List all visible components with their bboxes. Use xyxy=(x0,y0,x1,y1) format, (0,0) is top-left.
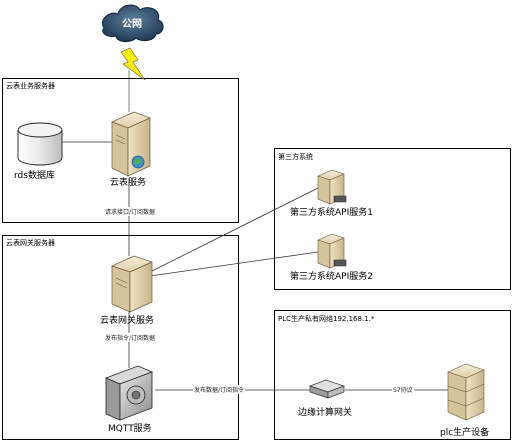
edge-gateway-icon xyxy=(308,379,346,399)
region-title-cloud-business-server: 云表业务服务器 xyxy=(6,82,55,90)
cloud-service-server-icon xyxy=(111,111,151,177)
edge-label-publish-data: 发布数据/订阅指令 xyxy=(193,385,246,394)
third-party-server-2-icon xyxy=(317,233,347,269)
edge-label-publish-subscribe: 发布指令/订阅数据 xyxy=(104,333,157,342)
edge-label-request-subscribe: 请求接口/订阅数据 xyxy=(104,207,157,216)
gateway-service-label: 云表网关服务 xyxy=(100,316,155,326)
plc-device-label: plc生产设备 xyxy=(440,428,490,438)
region-title-plc-private-network: PLC生产私有网络192.168.1.* xyxy=(278,315,375,323)
lightning-icon xyxy=(120,47,146,81)
public-network-cloud-icon xyxy=(102,4,164,43)
line-gateway-to-third-party-1 xyxy=(149,187,319,273)
region-plc-private-network xyxy=(274,310,511,440)
third-party-api-2-label: 第三方系统API服务2 xyxy=(290,272,373,282)
third-party-server-1-icon xyxy=(317,169,347,205)
line-gateway-to-third-party-2 xyxy=(149,251,319,277)
edge-gateway-label: 边缘计算网关 xyxy=(298,408,353,418)
cloud-service-label: 云表服务 xyxy=(110,178,147,188)
mqtt-service-label: MQTT服务 xyxy=(108,424,152,434)
edge-label-s7-protocol: S7协议 xyxy=(392,385,414,394)
gateway-server-icon xyxy=(111,255,153,313)
region-title-third-party-system: 第三方系统 xyxy=(278,153,313,161)
region-title-cloud-gateway-server: 云表网关服务器 xyxy=(6,239,55,247)
region-third-party-system xyxy=(274,148,511,290)
database-label: rds数据库 xyxy=(14,171,55,181)
region-cloud-gateway-server xyxy=(2,235,239,440)
region-cloud-business-server xyxy=(2,78,239,223)
mqtt-broker-icon xyxy=(104,365,154,421)
database-icon xyxy=(17,122,63,166)
plc-device-icon xyxy=(447,363,485,421)
cloud-label: 公网 xyxy=(122,19,142,30)
third-party-api-1-label: 第三方系统API服务1 xyxy=(290,208,373,218)
